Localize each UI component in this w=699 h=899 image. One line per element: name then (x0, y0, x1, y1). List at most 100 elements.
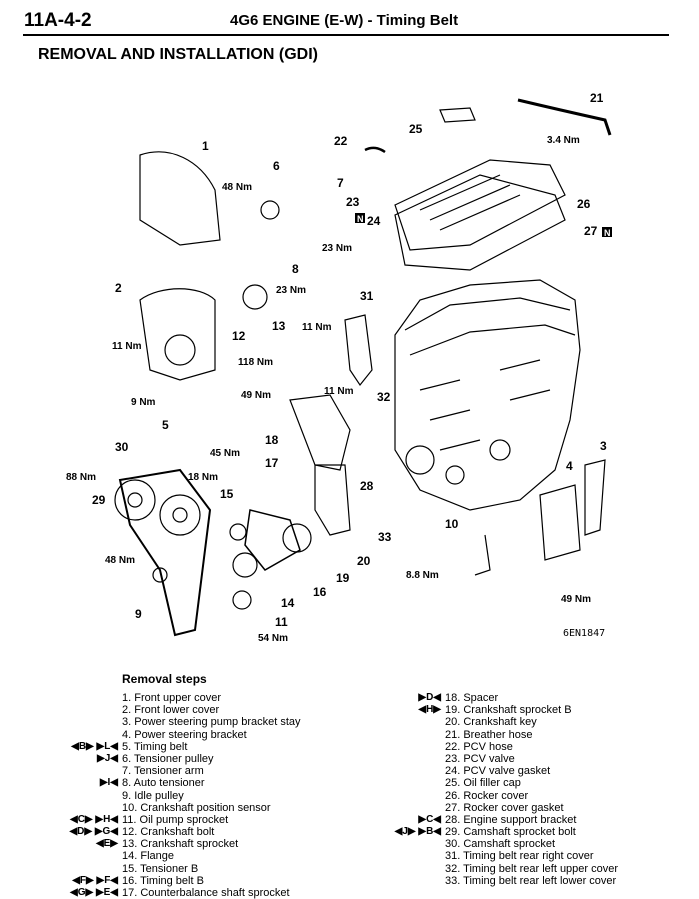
callout: 25 (409, 122, 423, 136)
callout: 11 (275, 615, 288, 629)
step-text: 21. Breather hose (445, 728, 533, 741)
bracket-stay (584, 459, 606, 536)
torque-value: 88 Nm (66, 472, 96, 483)
step-text: 11. Oil pump sprocket (122, 813, 229, 826)
timing-belt (118, 468, 212, 637)
callout: 7 (337, 176, 344, 190)
crankshaft-sprocket-large (159, 494, 201, 536)
rear-left-cover (314, 464, 351, 536)
step-marks: ◀D▶ ▶G◀ (69, 826, 118, 838)
callout: 27 (584, 224, 598, 238)
torque-labels: 48 Nm 23 Nm 23 Nm 11 Nm 118 Nm 11 Nm 9 N… (66, 135, 591, 644)
torque-value: 8.8 Nm (406, 570, 439, 581)
callout: 12 (232, 329, 246, 343)
rear-right-cover (344, 314, 373, 387)
crank-sprocket-small (242, 284, 268, 310)
step-text: 31. Timing belt rear right cover (445, 850, 594, 863)
tensioner-pulley (260, 200, 280, 220)
step-text: 12. Crankshaft bolt (122, 826, 215, 839)
callout: 23 (346, 195, 360, 209)
callout: 33 (378, 530, 392, 544)
step-text: 29. Camshaft sprocket bolt (445, 826, 576, 839)
callout: 19 (336, 571, 350, 585)
front-upper-cover (139, 151, 221, 246)
callout: 18 (265, 433, 279, 447)
callout: 32 (377, 390, 391, 404)
breather-hose (517, 98, 612, 136)
step-text: 8. Auto tensioner (122, 777, 205, 790)
crank-position-sensor-wire (474, 534, 491, 576)
torque-value: 49 Nm (561, 594, 591, 605)
callout: 1 (202, 139, 209, 153)
callout: 24 (367, 214, 381, 228)
step-text: 5. Timing belt (122, 740, 188, 753)
torque-value: 3.4 Nm (547, 135, 580, 146)
step-marks: ▶D◀ (418, 692, 441, 703)
step-text: 22. PCV hose (445, 740, 513, 753)
torque-value: 18 Nm (188, 472, 218, 483)
callout: 13 (272, 319, 286, 333)
callout: 20 (357, 554, 371, 568)
callout: 9 (135, 607, 142, 621)
step-text: 17. Counterbalance shaft sprocket (122, 887, 290, 899)
callout: 26 (577, 197, 591, 211)
step-text: 16. Timing belt B (122, 874, 204, 887)
callout: 2 (115, 281, 122, 295)
step-marks: ▶I◀ (99, 777, 118, 789)
engine-support-bracket (289, 394, 351, 471)
oil-filler-cap (439, 107, 476, 123)
torque-value: 11 Nm (112, 341, 142, 352)
idle-pulley (152, 567, 168, 583)
counterbalance-sprocket (282, 523, 312, 553)
engine-cylinder-head (404, 297, 576, 356)
torque-value: 9 Nm (131, 397, 156, 408)
callout: 30 (115, 440, 129, 454)
step-text: 1. Front upper cover (122, 692, 222, 704)
torque-value: 48 Nm (105, 555, 135, 566)
step-text: 13. Crankshaft sprocket (122, 838, 239, 851)
step-marks: ◀F▶ ▶F◀ (72, 874, 118, 886)
callout: 16 (313, 585, 327, 599)
callout: 6 (273, 159, 280, 173)
n-marks: N N (355, 213, 612, 238)
step-marks: ▶C◀ (418, 813, 441, 825)
engine-block (394, 279, 581, 511)
torque-value: 45 Nm (210, 448, 240, 459)
step-text: 28. Engine support bracket (445, 813, 577, 826)
page-header: 11A-4-2 4G6 ENGINE (E-W) - Timing Belt (0, 0, 699, 36)
torque-value: 54 Nm (258, 633, 288, 644)
callout: 17 (265, 456, 279, 470)
step-text: 33. Timing belt rear left lower cover (445, 874, 617, 887)
callout: 29 (92, 493, 106, 507)
section-title: REMOVAL AND INSTALLATION (GDI) (38, 46, 318, 63)
callout: 22 (334, 134, 348, 148)
callout-labels: 1 2 3 4 5 6 7 8 9 10 11 12 13 14 15 16 1… (92, 91, 607, 629)
n-mark: N (357, 214, 364, 224)
step-marks: ▶J◀ (97, 752, 118, 764)
step-text: 32. Timing belt rear left upper cover (445, 862, 619, 875)
figure-code: 6EN1847 (563, 628, 605, 639)
callout: 15 (220, 487, 234, 501)
exploded-engine-diagram: 1 2 3 4 5 6 7 8 9 10 11 12 13 14 15 16 1… (66, 91, 612, 644)
callout: 8 (292, 262, 299, 276)
rocker-cover-gasket (394, 174, 566, 271)
header-rule (23, 34, 669, 36)
oil-pump-sprocket (232, 590, 252, 610)
step-text: 10. Crankshaft position sensor (122, 801, 271, 814)
step-text: 9. Idle pulley (122, 789, 184, 802)
step-text: 19. Crankshaft sprocket B (445, 704, 572, 717)
step-text: 18. Spacer (445, 692, 499, 704)
callout: 3 (600, 439, 607, 453)
step-text: 27. Rocker cover gasket (445, 801, 564, 814)
page-code: 11A-4-2 (24, 10, 92, 31)
step-text: 20. Crankshaft key (445, 716, 537, 729)
torque-value: 23 Nm (322, 243, 352, 254)
step-marks: ◀C▶ ▶H◀ (70, 813, 118, 825)
torque-value: 118 Nm (238, 357, 273, 368)
step-text: 23. PCV valve (445, 752, 515, 765)
page-header-title: 4G6 ENGINE (E-W) - Timing Belt (230, 12, 459, 29)
callout: 14 (281, 596, 295, 610)
step-text: 3. Power steering pump bracket stay (122, 716, 301, 729)
callout: 5 (162, 418, 169, 432)
tensioner-b (229, 523, 247, 541)
